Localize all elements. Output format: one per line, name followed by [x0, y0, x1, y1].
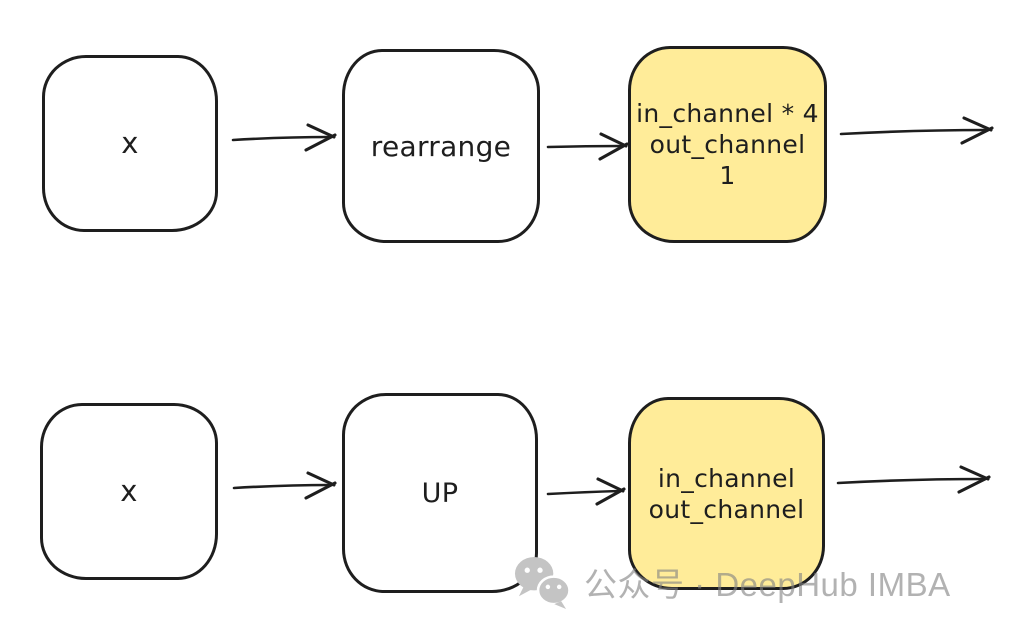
node-label: rearrange [370, 129, 512, 163]
node-params-row2: in_channel out_channel [628, 397, 825, 590]
param-line: out_channel [648, 494, 805, 524]
node-rearrange: rearrange [342, 49, 540, 243]
node-params-row1: in_channel * 4 out_channel 1 [628, 46, 827, 243]
flow-arrow [836, 465, 991, 494]
param-line: 1 [719, 161, 736, 190]
flow-arrow [546, 132, 629, 161]
wechat-icon [514, 556, 571, 610]
watermark: 公众号 · DeepHub IMBA [512, 554, 951, 610]
node-input-x-row1: x [42, 55, 218, 232]
node-input-x-row2: x [40, 403, 218, 580]
node-up: UP [342, 393, 538, 593]
node-label: x [120, 474, 138, 508]
node-label: UP [421, 477, 459, 509]
param-line: in_channel [657, 463, 796, 493]
watermark-text: 公众号 · DeepHub IMBA [584, 566, 951, 603]
flow-arrow [839, 116, 994, 145]
param-line: out_channel [649, 130, 806, 159]
flow-arrow [546, 477, 626, 506]
param-line: in_channel * 4 [636, 99, 819, 128]
node-label: x [121, 126, 139, 160]
flow-arrow [232, 471, 337, 500]
flow-arrow [231, 123, 337, 152]
